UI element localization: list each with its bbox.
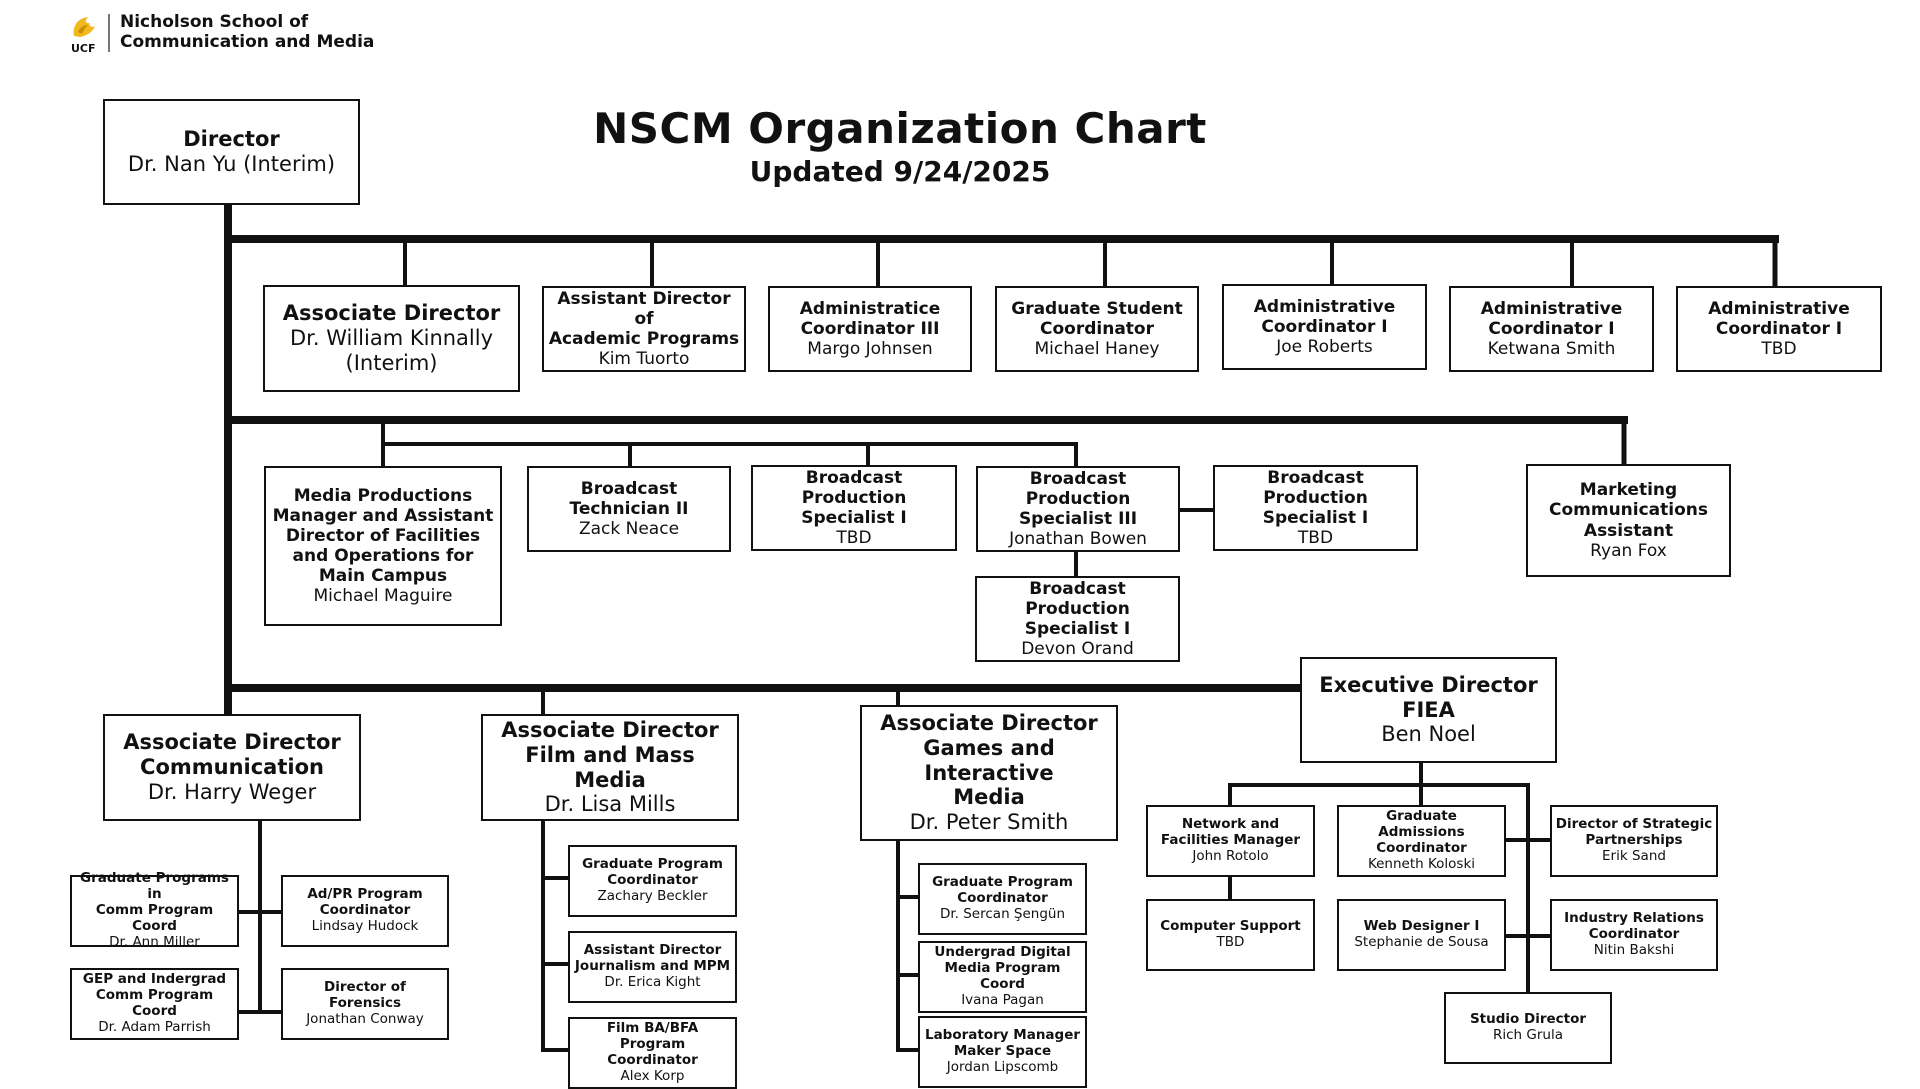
director-box: Director Dr. Nan Yu (Interim): [103, 99, 360, 205]
director-strategic-partnerships-box: Director of Strategic Partnerships Erik …: [1550, 805, 1718, 877]
administrative-coordinator-i-box: Administrative Coordinator I TBD: [1676, 286, 1882, 372]
administrative-coordinator-i-box: Administrative Coordinator I Ketwana Smi…: [1449, 286, 1654, 372]
media-productions-manager-box: Media Productions Manager and Assistant …: [264, 466, 502, 626]
web-designer-box: Web Designer I Stephanie de Sousa: [1337, 899, 1506, 971]
broadcast-production-specialist-box: Broadcast Production Specialist I Devon …: [975, 576, 1180, 662]
administrative-coordinator-i-box: Administrative Coordinator I Joe Roberts: [1222, 284, 1427, 370]
graduate-program-coordinator-games-box: Graduate Program Coordinator Dr. Sercan …: [918, 863, 1087, 935]
chart-updated-date: Updated 9/24/2025: [749, 155, 1051, 188]
associate-director-film-box: Associate Director Film and Mass Media D…: [481, 714, 739, 821]
studio-director-box: Studio Director Rich Grula: [1444, 992, 1612, 1064]
ucf-abbr: UCF: [71, 42, 96, 55]
graduate-admissions-coordinator-box: Graduate Admissions Coordinator Kenneth …: [1337, 805, 1506, 877]
chart-title-main: NSCM Organization Chart: [593, 104, 1207, 153]
undergrad-digital-media-box: Undergrad Digital Media Program Coord Iv…: [918, 941, 1087, 1013]
chart-title: NSCM Organization Chart Updated 9/24/202…: [593, 104, 1207, 188]
graduate-program-coordinator-film-box: Graduate Program Coordinator Zachary Bec…: [568, 845, 737, 917]
gep-undergrad-comm-box: GEP and Indergrad Comm Program Coord Dr.…: [70, 968, 239, 1040]
administrative-coordinator-iii-box: Administratice Coordinator III Margo Joh…: [768, 286, 972, 372]
computer-support-box: Computer Support TBD: [1146, 899, 1315, 971]
assistant-director-journalism-box: Assistant Director Journalism and MPM Dr…: [568, 931, 737, 1003]
school-name: Nicholson School of Communication and Me…: [120, 12, 375, 52]
ucf-pegasus-logo-icon: [73, 17, 95, 37]
executive-director-fiea-box: Executive Director FIEA Ben Noel: [1300, 657, 1557, 763]
industry-relations-coordinator-box: Industry Relations Coordinator Nitin Bak…: [1550, 899, 1718, 971]
broadcast-production-specialist-box: Broadcast Production Specialist I TBD: [1213, 465, 1418, 551]
broadcast-production-specialist-box: Broadcast Production Specialist I TBD: [751, 465, 957, 551]
associate-director-communication-box: Associate Director Communication Dr. Har…: [103, 714, 361, 821]
graduate-programs-comm-box: Graduate Programs in Comm Program Coord …: [70, 870, 239, 950]
assistant-director-academic-box: Assistant Director of Academic Programs …: [542, 286, 746, 372]
broadcast-technician-box: Broadcast Technician II Zack Neace: [527, 466, 731, 552]
network-facilities-manager-box: Network and Facilities Manager John Roto…: [1146, 805, 1315, 877]
laboratory-manager-box: Laboratory Manager Maker Space Jordan Li…: [918, 1016, 1087, 1088]
director-of-forensics-box: Director of Forensics Jonathan Conway: [281, 968, 449, 1040]
marketing-communications-assistant-box: Marketing Communications Assistant Ryan …: [1526, 464, 1731, 577]
logo-divider: [108, 14, 110, 52]
graduate-student-coordinator-box: Graduate Student Coordinator Michael Han…: [995, 286, 1199, 372]
broadcast-production-specialist-iii-box: Broadcast Production Specialist III Jona…: [976, 466, 1180, 552]
film-ba-bfa-coordinator-box: Film BA/BFA Program Coordinator Alex Kor…: [568, 1017, 737, 1089]
associate-director-games-box: Associate Director Games and Interactive…: [860, 705, 1118, 841]
associate-director-box: Associate Director Dr. William Kinnally …: [263, 285, 520, 392]
adpr-program-coordinator-box: Ad/PR Program Coordinator Lindsay Hudock: [281, 875, 449, 947]
